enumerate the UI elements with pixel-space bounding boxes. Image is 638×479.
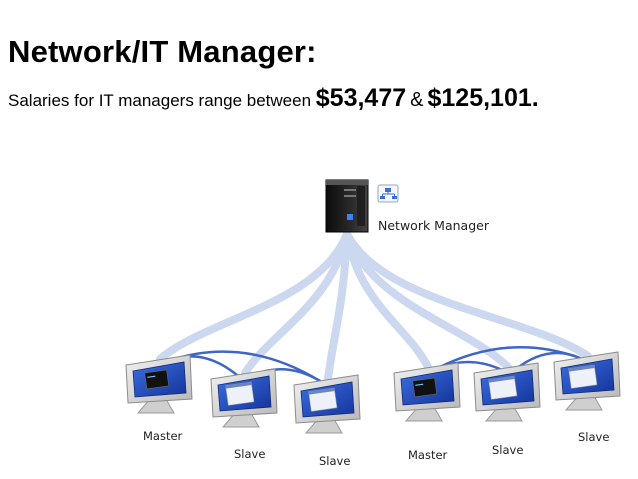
computer-label: Slave [578, 430, 609, 444]
salary-line: Salaries for IT managers range between $… [8, 82, 539, 114]
server-link-2 [241, 230, 351, 377]
salary-separator: & [410, 89, 424, 111]
terminal-window [412, 377, 438, 398]
app-window-titlebar [225, 382, 252, 389]
terminal-line [147, 375, 156, 378]
server-link-3 [324, 230, 351, 383]
server-link-5 [343, 230, 512, 371]
computer-4: Master [393, 362, 461, 462]
salary-low: $53,477 [315, 84, 407, 112]
computer-2: Slave [210, 368, 278, 461]
computer-6: Slave [553, 351, 621, 444]
local-link-6 [434, 346, 582, 371]
terminal-window [144, 369, 170, 390]
server-tower [325, 179, 369, 233]
app-window-titlebar [568, 365, 595, 372]
computer-label: Slave [492, 443, 523, 457]
computer-label: Slave [234, 447, 265, 461]
network-topology-icon [377, 184, 399, 203]
page-title: Network/IT Manager: [8, 34, 317, 69]
computer-1: Master [125, 354, 193, 443]
app-window-titlebar [488, 376, 515, 383]
computer-label: Master [408, 448, 448, 462]
server-link-1 [156, 230, 351, 363]
terminal-line [415, 383, 424, 386]
computer-5: Slave [473, 362, 541, 457]
salary-high: $125,101. [427, 84, 539, 112]
computer-3: Slave [293, 374, 361, 468]
server-link-6 [343, 230, 592, 360]
server-links [156, 230, 592, 383]
server-label: Network Manager [378, 218, 490, 233]
computer-label: Slave [319, 454, 350, 468]
app-window-titlebar [308, 388, 335, 395]
server-link-4 [343, 230, 432, 371]
salary-prefix: Salaries for IT managers range between [8, 91, 312, 110]
computer-label: Master [143, 429, 183, 443]
